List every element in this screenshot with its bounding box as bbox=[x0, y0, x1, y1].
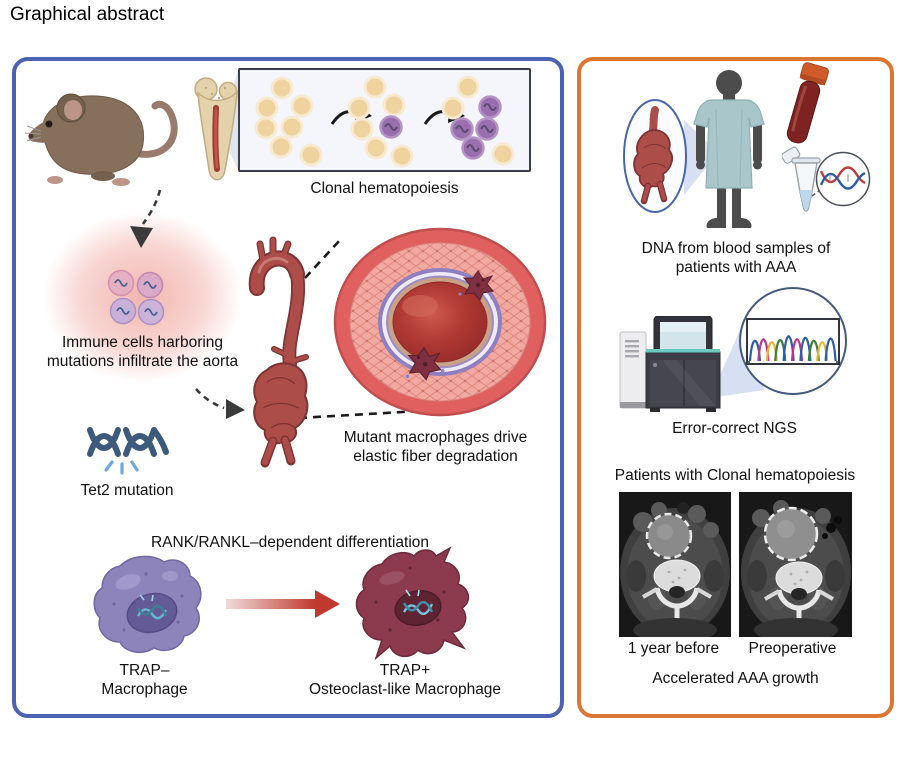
ct-right-label: Preoperative bbox=[748, 640, 837, 657]
stem-cells-stage-2 bbox=[347, 75, 414, 168]
microtube-icon bbox=[782, 146, 821, 212]
macrophage-trap-positive-icon bbox=[355, 546, 470, 661]
clonal-cells-diagram bbox=[254, 75, 515, 168]
ct-scan-before bbox=[619, 492, 731, 637]
chromatogram-icon bbox=[739, 287, 847, 395]
immune-cells-icon bbox=[107, 269, 165, 326]
dashed-arrow-to-immune-cells bbox=[141, 189, 162, 225]
macrophage-caption: Mutant macrophages drive elastic fiber d… bbox=[343, 429, 528, 465]
dna-circle-icon bbox=[815, 151, 871, 207]
ct-footer: Accelerated AAA growth bbox=[652, 670, 819, 687]
page-title: Graphical abstract bbox=[10, 4, 165, 25]
ngs-label: Error-correct NGS bbox=[672, 420, 797, 437]
macrophage-trap-negative-icon bbox=[93, 555, 202, 654]
stem-cells-stage-1 bbox=[254, 76, 323, 167]
trap-negative-label: TRAP– Macrophage bbox=[101, 662, 188, 698]
section-dash-top bbox=[304, 239, 341, 279]
mutant-cell bbox=[379, 115, 403, 139]
arrowhead-down bbox=[130, 226, 153, 248]
ct-left-label: 1 year before bbox=[627, 640, 720, 657]
section-dash-bottom bbox=[298, 409, 421, 420]
blood-tube-icon bbox=[786, 62, 829, 144]
tet2-label: Tet2 mutation bbox=[80, 482, 174, 499]
aneurysm-callout-icon bbox=[623, 99, 687, 213]
rank-caption: RANK/RANKL–dependent differentiation bbox=[150, 534, 430, 551]
differentiation-arrow-icon bbox=[226, 590, 340, 618]
patient-silhouette bbox=[696, 70, 762, 228]
aorta-icon bbox=[248, 236, 309, 468]
femur-bone-icon bbox=[194, 77, 238, 181]
mutant-macrophage-in-wall bbox=[458, 270, 494, 301]
clonal-box-label: Clonal hematopoiesis bbox=[310, 180, 459, 197]
patient-icon bbox=[693, 70, 765, 228]
mutant-macrophage-in-wall bbox=[405, 346, 445, 381]
dna-mutation-icon bbox=[87, 427, 169, 475]
aorta-cross-section-icon bbox=[333, 227, 547, 417]
stem-cells-stage-3 bbox=[441, 75, 515, 166]
immune-caption: Immune cells harboring mutations infiltr… bbox=[46, 334, 239, 370]
ct-scan-preoperative bbox=[739, 492, 852, 637]
arrowhead-right bbox=[226, 399, 245, 419]
hospital-gown bbox=[693, 99, 765, 189]
ngs-sequencer-icon bbox=[619, 316, 721, 412]
dashed-arrow-to-aorta bbox=[195, 388, 225, 410]
ct-header: Patients with Clonal hematopoiesis bbox=[614, 467, 856, 484]
mouse-icon bbox=[25, 93, 178, 186]
trap-positive-label: TRAP+ Osteoclast-like Macrophage bbox=[308, 662, 502, 698]
dna-caption: DNA from blood samples of patients with … bbox=[641, 240, 831, 276]
clonal-hematopoiesis-box bbox=[238, 68, 531, 172]
